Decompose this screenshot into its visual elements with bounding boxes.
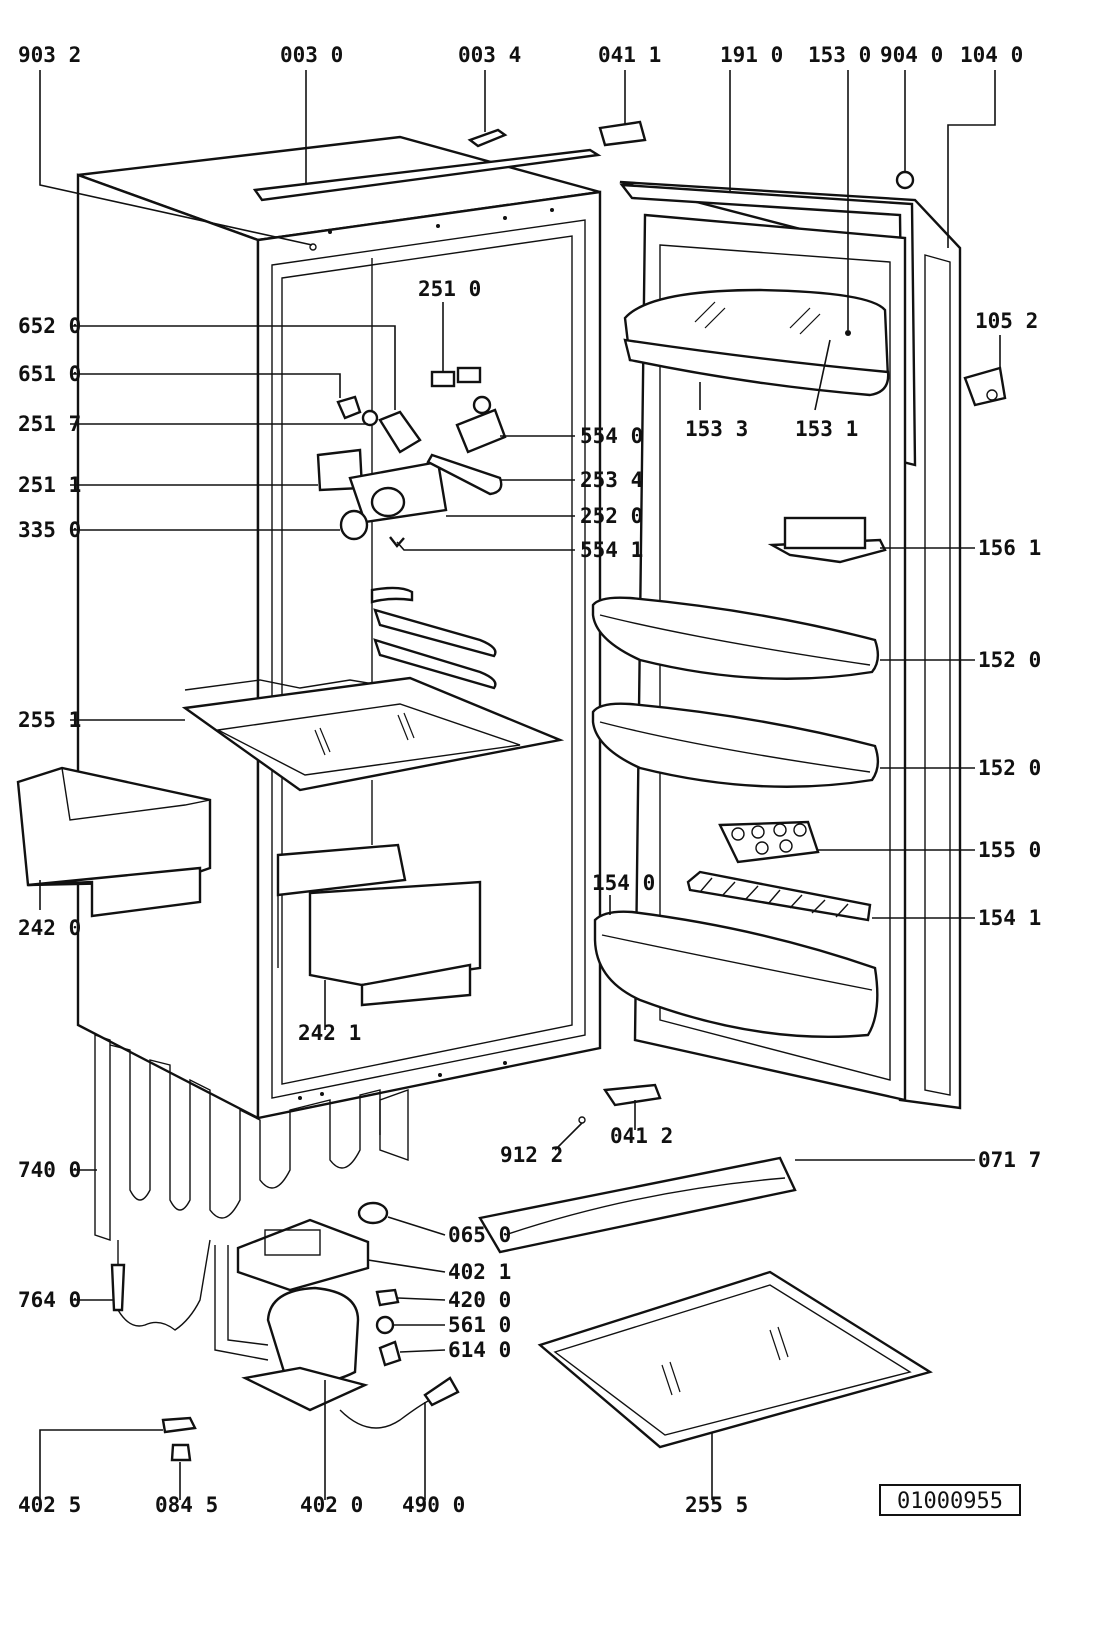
part-label: 105 2 bbox=[975, 309, 1038, 333]
part-labels: 903 2 003 0 003 4 041 1 191 0 153 0 904 … bbox=[18, 43, 1041, 1517]
part-label: 490 0 bbox=[402, 1493, 465, 1517]
part-label: 335 0 bbox=[18, 518, 81, 542]
glass-shelf-lower bbox=[537, 1270, 933, 1449]
part-label: 251 1 bbox=[18, 473, 81, 497]
part-label: 154 1 bbox=[978, 906, 1041, 930]
part-label: 764 0 bbox=[18, 1288, 81, 1312]
door bbox=[591, 120, 1007, 1110]
small-parts-bottom-left bbox=[161, 1416, 197, 1462]
reference-code: 01000955 bbox=[897, 1489, 1003, 1514]
part-label: 242 0 bbox=[18, 916, 81, 940]
part-label: 154 0 bbox=[592, 871, 655, 895]
part-label: 003 0 bbox=[280, 43, 343, 67]
part-label: 156 1 bbox=[978, 536, 1041, 560]
part-label: 155 0 bbox=[978, 838, 1041, 862]
part-label: 251 7 bbox=[18, 412, 81, 436]
part-label: 255 5 bbox=[685, 1493, 748, 1517]
part-label: 153 3 bbox=[685, 417, 748, 441]
part-label: 152 0 bbox=[978, 756, 1041, 780]
part-label: 253 4 bbox=[580, 468, 643, 492]
part-label: 071 7 bbox=[978, 1148, 1041, 1172]
part-label: 003 4 bbox=[458, 43, 521, 67]
part-label: 242 1 bbox=[298, 1021, 361, 1045]
part-label: 903 2 bbox=[18, 43, 81, 67]
part-label: 912 2 bbox=[500, 1143, 563, 1167]
leader-lines bbox=[39, 70, 1001, 1500]
crisper-bin-left bbox=[16, 766, 212, 918]
part-label: 084 5 bbox=[155, 1493, 218, 1517]
part-label: 153 1 bbox=[795, 417, 858, 441]
part-label: 554 0 bbox=[580, 424, 643, 448]
part-label: 252 0 bbox=[580, 504, 643, 528]
plinth-trim bbox=[478, 1156, 797, 1254]
part-label: 420 0 bbox=[448, 1288, 511, 1312]
part-label: 740 0 bbox=[18, 1158, 81, 1182]
crisper-bin-right bbox=[276, 843, 482, 1007]
part-label: 104 0 bbox=[960, 43, 1023, 67]
part-label: 255 1 bbox=[18, 708, 81, 732]
part-label: 041 2 bbox=[610, 1124, 673, 1148]
part-label: 191 0 bbox=[720, 43, 783, 67]
glass-shelf-upper bbox=[181, 676, 565, 792]
part-label: 554 1 bbox=[580, 538, 643, 562]
part-label: 652 0 bbox=[18, 314, 81, 338]
part-label: 904 0 bbox=[880, 43, 943, 67]
part-label: 402 0 bbox=[300, 1493, 363, 1517]
part-label: 402 5 bbox=[18, 1493, 81, 1517]
part-label: 153 0 bbox=[808, 43, 871, 67]
part-label: 561 0 bbox=[448, 1313, 511, 1337]
reference-code-box: 01000955 bbox=[879, 1484, 1021, 1516]
part-label: 251 0 bbox=[418, 277, 481, 301]
part-label: 041 1 bbox=[598, 43, 661, 67]
part-label: 402 1 bbox=[448, 1260, 511, 1284]
part-label: 614 0 bbox=[448, 1338, 511, 1362]
compressor bbox=[110, 1201, 460, 1429]
lower-hinge-bracket bbox=[578, 1083, 662, 1124]
thermostat-light-assembly bbox=[316, 366, 507, 548]
part-label: 152 0 bbox=[978, 648, 1041, 672]
condenser bbox=[94, 1034, 409, 1241]
part-label: 065 0 bbox=[448, 1223, 511, 1247]
part-label: 651 0 bbox=[18, 362, 81, 386]
